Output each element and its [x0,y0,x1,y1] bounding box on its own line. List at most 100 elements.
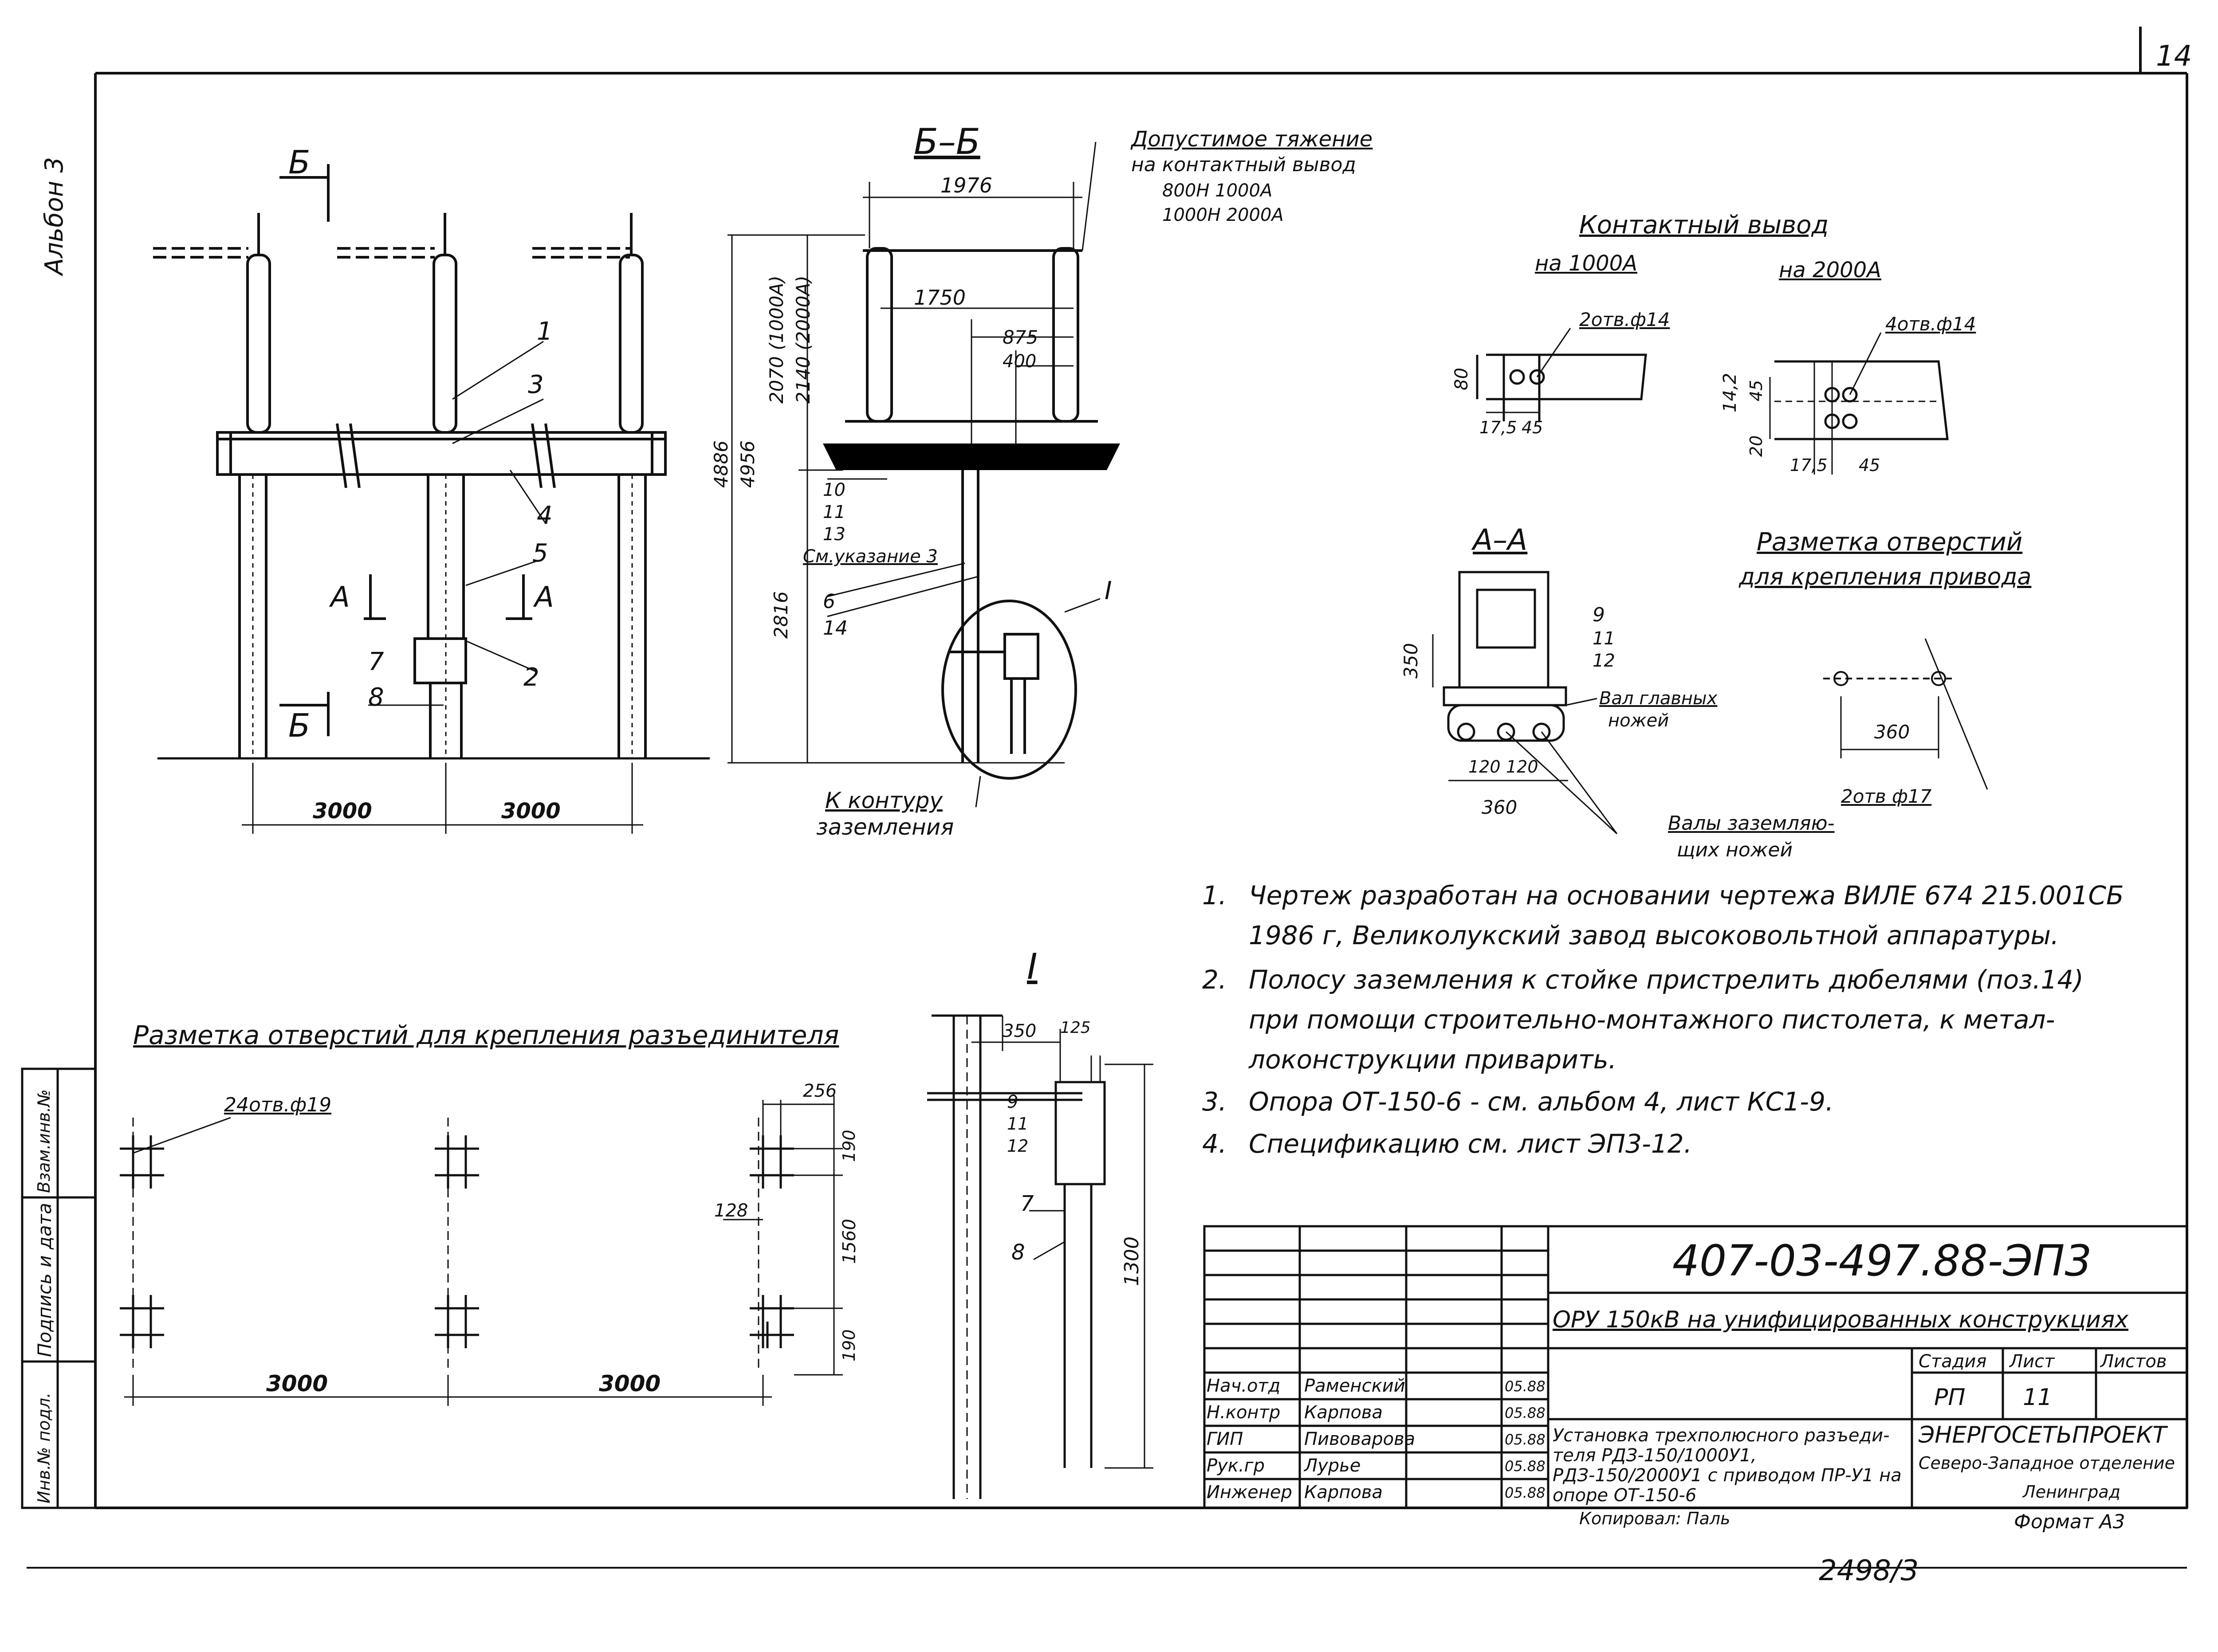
role-2: ГИП [1207,1429,1243,1449]
callout-1: 1 [537,317,553,346]
callout-5: 5 [532,539,548,568]
aa-d120b: 120 [1506,757,1538,777]
contact-d175a: 17,5 [1479,418,1517,437]
drawing-title: Установка трехполюсного разъеди- теля РД… [1553,1425,1902,1506]
detail-d125: 125 [1060,1019,1091,1037]
contact-terminals [1476,328,1949,475]
sheet-frame [27,27,2188,1569]
note-3-num: 3. [1202,1087,1227,1117]
front-section-mark-bottom: Б [288,707,311,744]
contact-2000: на 2000А [1779,258,1882,283]
section-aa [1432,571,1618,835]
bb-dim-4886: 4886 [710,440,732,488]
bb-label-6: 6 [823,590,835,613]
contact-title: Контактный вывод [1579,211,1829,239]
date-0: 05.88 [1505,1378,1546,1395]
aa-shaft-main-1: Вал главных [1599,688,1718,709]
callout-8: 8 [368,683,384,712]
bb-detail-mark: I [1105,577,1112,605]
section-bb [728,141,1120,808]
contact-holes-2000: 4отв.ф14 [1885,313,1976,335]
disc-d128: 128 [714,1201,748,1221]
aa-shaft-main-2: ножей [1608,710,1669,731]
sheets-header: Листов [2100,1351,2167,1372]
detail-d1300: 1300 [1121,1236,1143,1286]
section-aa-title: А–А [1473,523,1528,557]
aa-label-11: 11 [1593,628,1615,649]
disc-d1560: 1560 [839,1219,860,1264]
disc-d190a: 190 [839,1130,859,1162]
bb-load-3: 800Н 1000А [1162,181,1273,201]
contact-d175b: 17,5 [1790,455,1828,475]
section-bb-title: Б–Б [914,121,980,162]
note-2-line2: при помощи строительно-монтажного пистол… [1249,1005,2055,1035]
bb-ground-2: заземления [816,814,954,840]
contact-d45c: 45 [1859,455,1880,475]
sheet-header: Лист [2010,1351,2055,1372]
disc-marking-title: Разметка отверстий для крепления разъеди… [133,1020,839,1050]
bb-load-1: Допустимое тяжение [1131,127,1373,152]
drive-holes: 2отв ф17 [1841,785,1932,807]
copied-label: Копировал: Паль [1579,1509,1730,1528]
detail-i-title: I [1027,946,1038,987]
front-cut-mark-right: А [535,581,554,614]
detail-label-7: 7 [1020,1191,1034,1216]
name-1: Карпова [1304,1402,1383,1423]
detail-d350: 350 [1003,1021,1037,1041]
aa-label-9: 9 [1593,604,1605,626]
drive-marking-title-2: для крепления привода [1739,564,2032,590]
detail-i [927,1014,1153,1499]
front-cut-mark-left: А [330,581,350,614]
org-line1: ЭНЕРГОСЕТЬПРОЕКТ [1919,1422,2167,1448]
front-dim-left: 3000 [313,799,372,824]
detail-label-12: 12 [1007,1136,1029,1156]
bb-label-13: 13 [823,524,846,545]
bb-dim-1750: 1750 [914,286,966,310]
aa-d360: 360 [1482,797,1518,818]
contact-d20: 20 [1746,435,1766,457]
role-0: Нач.отд [1207,1376,1281,1396]
name-3: Лурье [1304,1456,1361,1476]
bb-dim-875: 875 [1003,326,1038,348]
disc-d3000a: 3000 [266,1371,328,1397]
detail-label-11: 11 [1007,1114,1029,1134]
bb-ground-1: К контуру [825,788,943,813]
note-1-num: 1. [1202,880,1227,910]
front-section-mark-top: Б [288,144,311,181]
sheet-value: 11 [2023,1384,2053,1411]
drive-marking-title-1: Разметка отверстий [1757,528,2023,557]
detail-label-8: 8 [1011,1240,1025,1265]
album-label: Альбон 3 [40,157,69,275]
stamp-inv-orig: Инв.№ подл. [34,1392,54,1503]
role-4: Инженер [1207,1482,1292,1503]
drawing-code: 407-03-497.88-ЭП3 [1672,1236,2092,1286]
note-2-num: 2. [1202,965,1227,995]
name-2: Пивоварова [1304,1429,1416,1449]
drive-marking [1823,638,1988,790]
date-4: 05.88 [1505,1484,1546,1501]
bb-dim-2070: 2070 (1000А) [766,275,787,404]
inventory-number: 2498/3 [1819,1554,1919,1587]
front-dim-right: 3000 [501,799,561,824]
detail-label-9: 9 [1007,1092,1019,1112]
contact-1000: на 1000А [1535,251,1638,276]
disc-d3000b: 3000 [599,1371,661,1397]
bb-label-11: 11 [823,502,846,522]
stage-header: Стадия [1919,1351,1987,1372]
note-1-line2: 1986 г, Великолукский завод высоковольтн… [1249,920,2059,950]
bb-see-note: См.указание 3 [803,546,938,567]
aa-d120a: 120 [1468,757,1501,777]
name-0: Раменский [1304,1376,1405,1396]
date-3: 05.88 [1505,1458,1546,1475]
bb-dim-4956: 4956 [737,440,759,488]
title-block-lines [1203,1225,2188,1509]
side-stamp-lines [21,1067,97,1509]
role-3: Рук.гр [1207,1456,1265,1476]
note-2-line1: Полосу заземления к стойке пристрелить д… [1249,965,2084,995]
aa-d350: 350 [1400,643,1422,679]
disc-d256: 256 [803,1081,837,1101]
org-line3: Ленинград [2023,1482,2120,1502]
bb-load-2: на контактный вывод [1131,153,1356,176]
